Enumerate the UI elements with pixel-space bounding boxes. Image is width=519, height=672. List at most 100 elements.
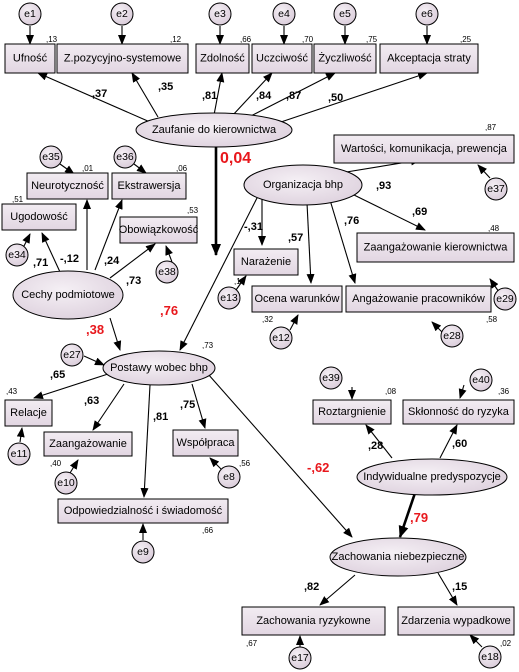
ellipse-cechy[interactable]: Cechy podmiotowe (12, 270, 124, 320)
path-ind-zachowania (398, 492, 417, 538)
path-e13 (235, 275, 247, 291)
error-e38[interactable]: e38 (155, 260, 179, 284)
path-org-ocena (306, 202, 315, 284)
error-e39[interactable]: e39 (319, 366, 343, 390)
path-e40 (458, 384, 467, 399)
box-odpowiedzialnosc[interactable]: Odpowiedzialność i świadomość (57, 498, 229, 524)
error-e4[interactable]: e4 (272, 2, 296, 26)
box-ugodowosc[interactable]: Ugodowość (1, 203, 77, 231)
box-akceptacja[interactable]: Akceptacja straty (379, 43, 479, 74)
error-e27[interactable]: e27 (60, 343, 84, 367)
error-e3[interactable]: e3 (208, 2, 232, 26)
r2-narazenie: ,10 (234, 277, 246, 286)
box-sklonnosc[interactable]: Skłonność do ryzyka (402, 399, 515, 425)
error-e28[interactable]: e28 (440, 324, 464, 348)
r2-ugodowosc: ,51 (12, 195, 24, 204)
latent-variables: Zaufanie do kierownictwa Organizacja bhp… (12, 112, 508, 577)
error-e36[interactable]: e36 (113, 145, 137, 169)
error-e9[interactable]: e9 (131, 540, 155, 564)
box-zaangazowanie[interactable]: Zaangażowanie (43, 431, 133, 457)
path-postawy-odpowiedzialnosc (140, 384, 151, 498)
r2-akceptacja: ,25 (460, 35, 472, 44)
path-ind-roztargnienie (365, 424, 393, 459)
path-zaufanie-ufnosc (37, 72, 151, 123)
error-e18[interactable]: e18 (478, 645, 502, 669)
error-e40[interactable]: e40 (469, 368, 493, 392)
error-e37[interactable]: e37 (484, 177, 508, 201)
box-ufnosc[interactable]: Ufność (4, 43, 56, 74)
coef-zach-zdarzenia: ,15 (452, 581, 467, 593)
error-e2[interactable]: e2 (110, 2, 134, 26)
box-zdolnosc-label: Zdolność (200, 53, 245, 65)
box-zdarzenia[interactable]: Zdarzenia wypadkowe (397, 606, 515, 636)
r2-zdarzenia: ,02 (500, 639, 512, 648)
box-zaangazowanie-label: Zaangażowanie (49, 438, 127, 450)
box-obowiazkowosc[interactable]: Obowiązkowość (119, 216, 199, 244)
box-zdolnosc[interactable]: Zdolność (195, 43, 250, 74)
error-e35[interactable]: e35 (39, 145, 63, 169)
error-e5[interactable]: e5 (333, 2, 357, 26)
box-relacje[interactable]: Relacje (4, 399, 53, 427)
error-e13[interactable]: e13 (217, 286, 241, 310)
error-e9-label: e9 (137, 546, 149, 558)
error-e1[interactable]: e1 (18, 2, 42, 26)
path-ind-sklonnosc (439, 424, 458, 459)
box-odpowiedzialnosc-label: Odpowiedzialność i świadomość (64, 505, 223, 517)
error-e29-label: e29 (496, 293, 514, 305)
error-e17[interactable]: e17 (288, 646, 312, 670)
ellipse-postawy[interactable]: Postawy wobec bhp (102, 350, 216, 386)
ellipse-indywidualne-label: Indywidualne predyspozycje (363, 471, 501, 483)
r2-obowiazkowosc: ,53 (187, 206, 199, 215)
coef-zaufanie-postawy: 0,04 (220, 150, 251, 167)
box-narazenie-label: Narażenie (241, 256, 291, 268)
error-e29[interactable]: e29 (493, 287, 517, 311)
box-angazowanie-prac[interactable]: Angażowanie pracowników (345, 285, 492, 313)
box-neurotycznosc[interactable]: Neurotyczność (26, 172, 109, 200)
error-e11[interactable]: e11 (7, 442, 31, 466)
r2-uczciwosc: ,70 (302, 35, 314, 44)
ellipse-zaufanie[interactable]: Zaufanie do kierownictwa (135, 112, 293, 148)
box-roztargnienie[interactable]: Roztargnienie (312, 399, 392, 425)
error-e10[interactable]: e10 (54, 471, 78, 495)
box-pozycyjno[interactable]: Z.pozycyjno-systemowe (56, 43, 189, 74)
box-ocena[interactable]: Ocena warunków (251, 285, 343, 313)
coef-org-narazenie: -,31 (244, 221, 263, 233)
error-e17-label: e17 (291, 652, 309, 664)
ellipse-zachowania[interactable]: Zachowania niebezpieczne (329, 537, 467, 577)
path-e12 (289, 314, 299, 331)
path-zach-zdarzenia (437, 572, 458, 606)
error-e12[interactable]: e12 (269, 326, 293, 350)
error-e4-label: e4 (278, 8, 290, 20)
box-pozycyjno-label: Z.pozycyjno-systemowe (64, 53, 181, 65)
error-e8[interactable]: e8 (217, 465, 241, 489)
coef-zaufanie-akceptacja: ,50 (328, 92, 343, 104)
ellipse-indywidualne[interactable]: Indywidualne predyspozycje (356, 458, 508, 496)
r2-ryzykowne: ,67 (246, 639, 258, 648)
box-ekstrawersja[interactable]: Ekstrawersja (111, 172, 187, 200)
error-e34[interactable]: e34 (5, 243, 29, 267)
r2-zaangazowanie: ,40 (50, 459, 62, 468)
box-wspolpraca[interactable]: Współpraca (172, 429, 239, 457)
r2-zaangazowanie-kier: ,48 (488, 224, 500, 233)
coef-org-postawy: ,76 (160, 303, 178, 318)
path-zaufanie-zyczliwosc (246, 72, 336, 119)
coef-ind-roztargnienie: ,28 (368, 440, 383, 452)
box-uczciwosc[interactable]: Uczciwość (251, 43, 313, 74)
path-e11 (16, 427, 25, 443)
error-e6[interactable]: e6 (415, 2, 439, 26)
ellipse-cechy-label: Cechy podmiotowe (21, 289, 115, 301)
coef-zaufanie-pozycyjno: ,35 (158, 81, 173, 93)
coef-zaufanie-ufnosc: ,37 (92, 88, 107, 100)
r2-wspolpraca: ,56 (239, 459, 251, 468)
box-narazenie[interactable]: Narażenie (233, 248, 299, 276)
coef-ind-zachowania: ,79 (410, 510, 428, 525)
box-zyczliwosc[interactable]: Życzliwość (313, 43, 377, 74)
error-e35-label: e35 (42, 151, 60, 163)
box-zaangazowanie-kier[interactable]: Zaangażowanie kierownictwa (356, 232, 515, 263)
box-ufnosc-label: Ufność (13, 53, 48, 65)
box-ryzykowne[interactable]: Zachowania ryzykowne (241, 606, 386, 636)
path-org-zaangazowanie (351, 193, 426, 231)
path-e38 (165, 245, 173, 263)
box-wartosci[interactable]: Wartości, komunikacja, prewencja (333, 134, 515, 164)
ellipse-organizacja[interactable]: Organizacja bhp (243, 164, 363, 206)
